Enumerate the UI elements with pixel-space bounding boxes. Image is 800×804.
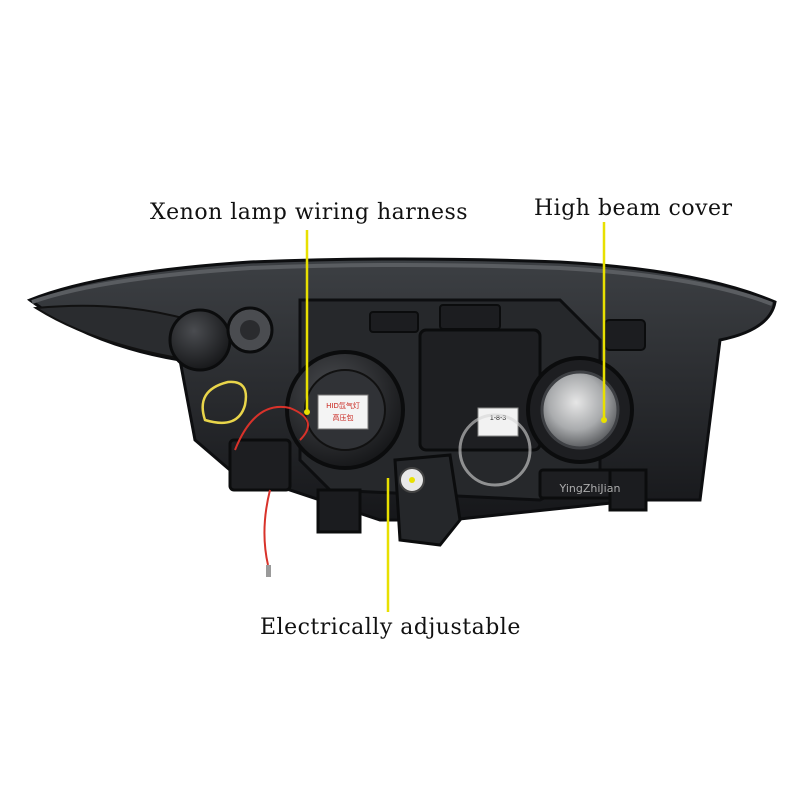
yellow-wire	[201, 380, 248, 425]
left-socket	[168, 308, 232, 372]
red-wire	[234, 405, 309, 451]
xenon-cap-label-line1: HID氙气灯	[326, 401, 360, 410]
callout-electric-adjust: Electrically adjustable	[260, 615, 521, 640]
watermark-text: YingZhiJian	[559, 482, 621, 495]
cooling-fins	[369, 304, 646, 351]
xenon-cap-label	[317, 394, 369, 430]
lens-flange	[32, 304, 191, 362]
mounting-feet	[316, 468, 648, 534]
wire-terminal	[266, 565, 271, 577]
leader-lines	[305, 222, 606, 612]
red-wire-tail	[263, 489, 271, 566]
housing-sticker-text: 1-8-3	[490, 415, 506, 422]
high-beam-cover	[540, 370, 620, 450]
callout-high-beam-cover: High beam cover	[534, 196, 733, 221]
watermark-emblem	[458, 413, 532, 487]
side-connector	[228, 438, 292, 492]
housing-sticker	[477, 407, 519, 437]
callout-xenon-harness: Xenon lamp wiring harness	[150, 200, 469, 225]
level-adjuster-motor	[393, 453, 462, 547]
lens-rim	[31, 263, 773, 306]
xenon-cap-label-line2: 高压包	[333, 413, 354, 422]
